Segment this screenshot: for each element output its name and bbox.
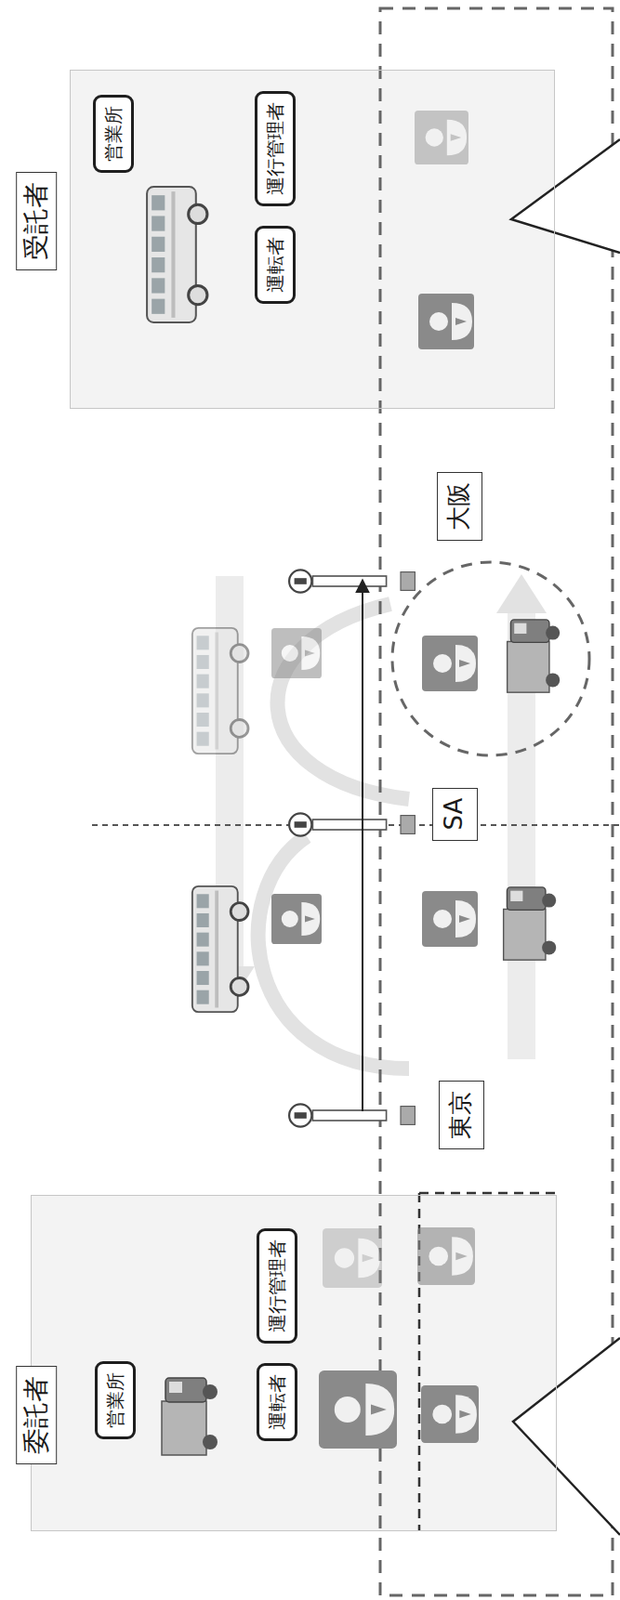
box-label: 営業所 bbox=[104, 1372, 127, 1429]
box-label: 運転者 bbox=[265, 1374, 289, 1431]
dashed-region bbox=[380, 8, 613, 1597]
truck bbox=[503, 887, 557, 961]
box-label: 東京 bbox=[446, 1091, 475, 1140]
dashed-circle bbox=[392, 562, 590, 756]
manager-icon bbox=[322, 1228, 383, 1289]
flow-arc bbox=[258, 836, 409, 1069]
place-label: 大阪 bbox=[436, 472, 483, 541]
office-label: 営業所 bbox=[92, 94, 134, 173]
bus-stop bbox=[289, 1104, 415, 1127]
box-label: 大阪 bbox=[444, 482, 474, 531]
driver-icon bbox=[421, 1385, 479, 1444]
lane-arrow bbox=[496, 574, 547, 614]
box-label: 運転者 bbox=[263, 237, 287, 293]
callout-tail bbox=[513, 1338, 620, 1536]
dashed-divider bbox=[419, 1192, 557, 1196]
box-label: 運行管理者 bbox=[265, 1240, 289, 1333]
panel-ground bbox=[30, 1195, 557, 1532]
panel-ground bbox=[69, 69, 555, 409]
callout-tail bbox=[511, 139, 620, 253]
box-label: 営業所 bbox=[102, 105, 125, 162]
manager-icon bbox=[414, 110, 469, 165]
organization-panel: 営業所運転者運行管理者受託者 bbox=[69, 69, 555, 409]
truck bbox=[161, 1378, 218, 1456]
role-label: 運転者 bbox=[256, 1363, 298, 1442]
driver-icon bbox=[271, 628, 322, 679]
bus bbox=[192, 886, 249, 1013]
bus-stop bbox=[289, 813, 415, 836]
bus-stop bbox=[289, 569, 415, 593]
role-label: 運行管理者 bbox=[256, 1228, 298, 1345]
box-label: SA bbox=[439, 798, 469, 832]
route-arrow bbox=[361, 580, 364, 1112]
driver-icon bbox=[422, 635, 478, 692]
driver-icon bbox=[422, 891, 478, 948]
panel-heading: 委託者 bbox=[15, 1366, 57, 1465]
role-label: 運転者 bbox=[254, 225, 296, 304]
office-label: 営業所 bbox=[94, 1361, 136, 1440]
bus bbox=[146, 186, 208, 323]
driver-icon bbox=[418, 293, 475, 350]
driver-icon bbox=[318, 1371, 397, 1450]
manager-icon bbox=[417, 1227, 475, 1286]
bus bbox=[192, 628, 249, 754]
place-label: SA bbox=[432, 788, 478, 842]
panel-heading: 受託者 bbox=[15, 171, 57, 271]
role-label: 運行管理者 bbox=[254, 91, 296, 207]
driver-icon bbox=[271, 894, 322, 945]
box-label: 運行管理者 bbox=[263, 102, 287, 196]
place-label: 東京 bbox=[438, 1081, 485, 1150]
truck bbox=[507, 620, 561, 693]
organization-panel: 営業所運転者運行管理者委託者 bbox=[30, 1195, 557, 1532]
